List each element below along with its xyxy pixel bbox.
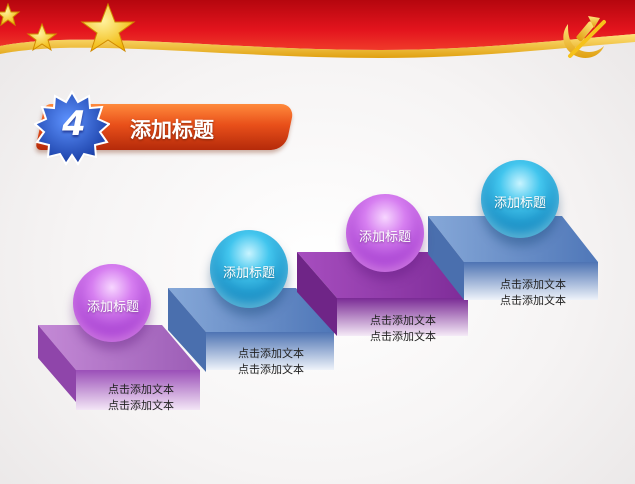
sphere-4 [481,160,559,238]
step-text-2[interactable]: 点击添加文本 点击添加文本 [206,346,336,378]
step-text-line: 点击添加文本 [238,363,304,376]
step-text-line: 点击添加文本 [370,330,436,343]
step-block [168,288,334,372]
step-block [38,325,200,410]
step-title-3[interactable]: 添加标题 [358,230,411,245]
star-icon [0,2,21,27]
step-text-line: 点击添加文本 [370,314,436,327]
step-text-1[interactable]: 点击添加文本 点击添加文本 [76,382,206,414]
sphere-2 [210,230,288,308]
badge-number: 4 [62,104,86,144]
step-text-line: 点击添加文本 [500,294,566,307]
step-text-line: 点击添加文本 [238,347,304,360]
sphere-3 [346,194,424,272]
star-icon [26,22,58,52]
badge-starburst-icon [34,90,110,166]
step-title-1[interactable]: 添加标题 [86,300,139,315]
star-icon [80,2,136,53]
step-text-line: 点击添加文本 [108,383,174,396]
party-emblem-icon [563,16,606,58]
page-title[interactable]: 添加标题 [130,118,214,142]
step-block [297,252,468,336]
step-text-3[interactable]: 点击添加文本 点击添加文本 [338,313,468,345]
step-block [428,216,598,300]
step-title-4[interactable]: 添加标题 [493,196,546,211]
step-title-2[interactable]: 添加标题 [222,266,275,281]
step-text-line: 点击添加文本 [500,278,566,291]
sphere-1 [73,264,151,342]
top-banner [0,0,635,58]
step-text-line: 点击添加文本 [108,399,174,412]
step-text-4[interactable]: 点击添加文本 点击添加文本 [468,277,598,309]
